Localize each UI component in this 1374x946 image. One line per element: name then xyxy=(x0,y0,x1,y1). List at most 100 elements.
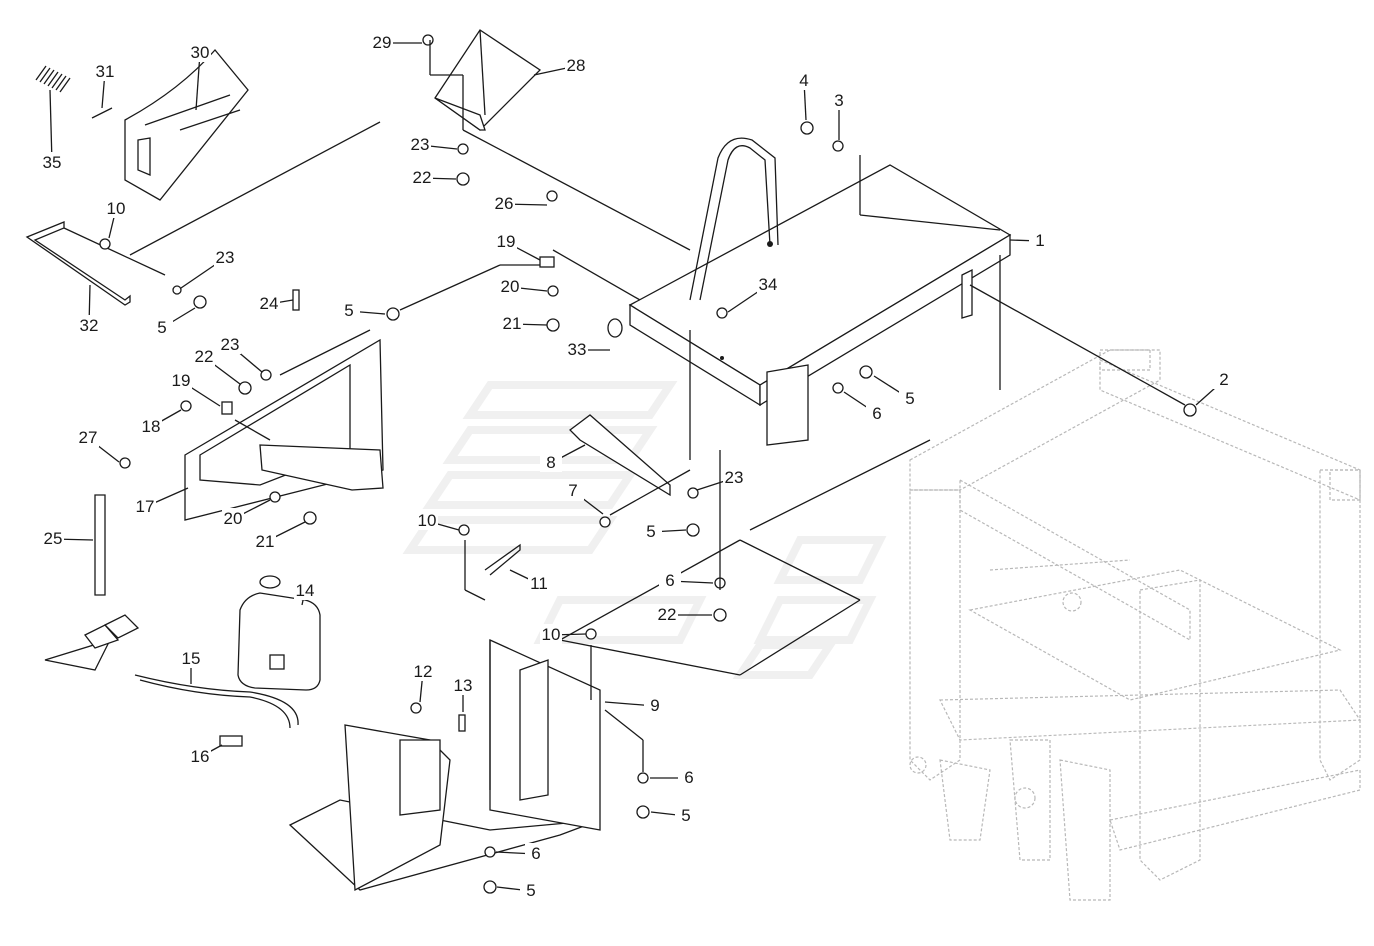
callout-number-p10a: 10 xyxy=(107,199,126,218)
callout-bg-p29 xyxy=(371,32,393,52)
callout-bg-p33 xyxy=(566,339,588,359)
callout-number-p23c: 23 xyxy=(411,135,430,154)
part-chute xyxy=(434,29,542,131)
callout-bg-p32 xyxy=(78,315,100,335)
callout-number-p24: 24 xyxy=(260,294,279,313)
callout-number-p29: 29 xyxy=(373,33,392,52)
part-cover-panel xyxy=(184,338,384,521)
callout-leader-p35 xyxy=(49,89,53,164)
callout-bg-p23b xyxy=(219,334,241,354)
part-reservoir xyxy=(237,575,321,691)
callout-bg-p5c xyxy=(899,388,921,408)
callout-bg-p19a xyxy=(170,370,192,390)
callout-number-p3: 3 xyxy=(834,91,843,110)
machine-frame-outline xyxy=(909,349,1362,901)
callout-number-p27: 27 xyxy=(79,428,98,447)
callout-bg-p34 xyxy=(757,274,779,294)
callout-number-p19b: 19 xyxy=(497,232,516,251)
callout-bg-p5e xyxy=(675,805,697,825)
callout-bg-p6d xyxy=(525,843,547,863)
callout-bg-p14 xyxy=(294,580,316,600)
callout-number-p21a: 21 xyxy=(256,532,275,551)
part-spring xyxy=(35,65,71,93)
callout-number-p9: 9 xyxy=(650,696,659,715)
callout-number-p32: 32 xyxy=(80,316,99,335)
callout-bg-p23d xyxy=(723,467,745,487)
callout-group: 1234555555666678910101011121314151617181… xyxy=(41,32,1235,900)
callout-bg-p16 xyxy=(189,746,211,766)
callout-number-p1: 1 xyxy=(1035,231,1044,250)
callout-bg-p22b xyxy=(411,167,433,187)
callout-number-p23a: 23 xyxy=(216,248,235,267)
callout-bg-p5f xyxy=(520,880,542,900)
callout-bg-p21a xyxy=(254,531,276,551)
callout-number-p5f: 5 xyxy=(526,881,535,900)
callout-number-p6b: 6 xyxy=(665,571,674,590)
callout-number-p4: 4 xyxy=(799,71,808,90)
callout-bg-p10a xyxy=(105,198,127,218)
callout-number-p5c: 5 xyxy=(905,389,914,408)
callout-bg-p26 xyxy=(493,193,515,213)
callout-bg-p10b xyxy=(416,510,438,530)
callout-bg-p15 xyxy=(180,648,202,668)
callout-number-p22a: 22 xyxy=(195,347,214,366)
callout-bg-p11 xyxy=(528,573,550,593)
callout-bg-p7 xyxy=(562,480,584,500)
callout-bg-p25 xyxy=(42,528,64,548)
callout-number-p5b: 5 xyxy=(344,301,353,320)
callout-bg-p12 xyxy=(412,661,434,681)
assembly-lines xyxy=(129,40,1186,790)
part-11-rod xyxy=(484,543,521,576)
callout-bg-p2 xyxy=(1213,369,1235,389)
part-bar xyxy=(25,221,166,306)
callout-bg-p24 xyxy=(258,293,280,313)
callout-bg-p27 xyxy=(77,427,99,447)
callout-bg-p8 xyxy=(540,452,562,472)
callout-bg-p21b xyxy=(501,313,523,333)
callout-number-p23d: 23 xyxy=(725,468,744,487)
callout-bg-p13 xyxy=(452,675,474,695)
callout-number-p10c: 10 xyxy=(542,625,561,644)
callout-number-p22c: 22 xyxy=(658,605,677,624)
callout-number-p23b: 23 xyxy=(221,335,240,354)
callout-bg-p31 xyxy=(94,61,116,81)
callout-bg-p5b xyxy=(338,300,360,320)
part-8-bracket xyxy=(569,414,671,497)
callout-number-p16: 16 xyxy=(191,747,210,766)
callout-number-p26: 26 xyxy=(495,194,514,213)
part-hose xyxy=(134,674,299,726)
callout-number-p33: 33 xyxy=(568,340,587,359)
callout-bg-p6a xyxy=(866,403,888,423)
callout-number-p7: 7 xyxy=(568,481,577,500)
callout-bg-p9 xyxy=(644,695,666,715)
callout-number-p2: 2 xyxy=(1219,370,1228,389)
callout-number-p13: 13 xyxy=(454,676,473,695)
callout-number-p6c: 6 xyxy=(684,768,693,787)
callout-bg-p18 xyxy=(140,416,162,436)
callout-bg-p10c xyxy=(540,624,562,644)
callout-number-p6d: 6 xyxy=(531,844,540,863)
callout-number-p14: 14 xyxy=(296,581,315,600)
callout-number-p10b: 10 xyxy=(418,511,437,530)
callout-number-p21b: 21 xyxy=(503,314,522,333)
callout-bg-p28 xyxy=(565,55,587,75)
callout-number-p20a: 20 xyxy=(224,509,243,528)
callout-bg-p30 xyxy=(189,42,211,62)
callout-bg-p6b xyxy=(659,570,681,590)
callout-number-p8: 8 xyxy=(546,453,555,472)
callout-number-p11: 11 xyxy=(530,574,548,593)
callout-bg-p35 xyxy=(41,152,63,172)
part-hose-outline xyxy=(139,679,291,729)
callout-number-p17: 17 xyxy=(136,497,155,516)
callout-bg-p22a xyxy=(193,346,215,366)
part-main-bracket xyxy=(628,137,1012,460)
callout-bg-p6c xyxy=(678,767,700,787)
fasteners xyxy=(99,34,1197,894)
callout-number-p18: 18 xyxy=(142,417,161,436)
part-strip xyxy=(94,494,106,596)
callout-bg-p17 xyxy=(134,496,156,516)
callout-bg-p1 xyxy=(1029,230,1051,250)
callout-bg-p19b xyxy=(495,231,517,251)
callout-number-p25: 25 xyxy=(44,529,63,548)
